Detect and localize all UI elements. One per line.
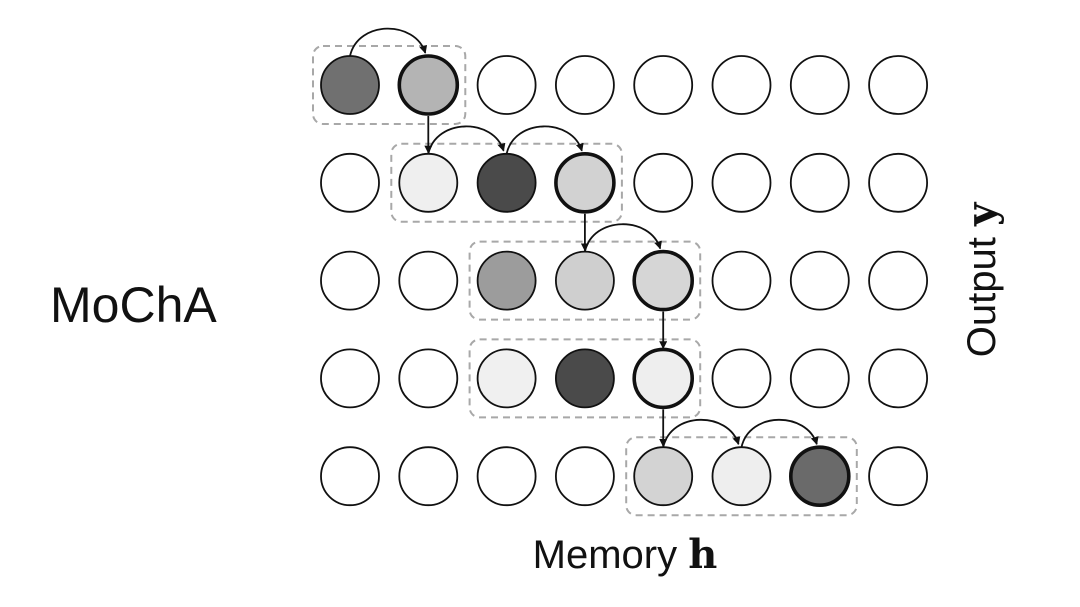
horizontal-transition-arrow	[584, 223, 662, 252]
memory-cell	[789, 348, 850, 409]
selected-memory-cell	[397, 54, 460, 116]
y-axis-label: Output y	[958, 201, 1005, 357]
memory-cell	[320, 348, 380, 409]
memory-cell	[555, 55, 615, 115]
horizontal-transition-arrow	[662, 418, 741, 448]
y-axis-variable: y	[958, 201, 1005, 227]
memory-cell	[711, 446, 772, 507]
chunk-window	[390, 142, 623, 223]
memory-cell	[320, 152, 380, 213]
horizontal-transition-arrow	[349, 27, 428, 57]
memory-cell	[868, 55, 928, 115]
memory-cell	[555, 446, 615, 507]
memory-cell	[789, 250, 850, 311]
memory-cell	[555, 250, 615, 311]
memory-cell	[398, 152, 459, 213]
memory-cell	[868, 446, 928, 507]
memory-cell	[398, 250, 459, 311]
x-axis-label: Memory h	[533, 531, 718, 578]
horizontal-transition-arrow	[740, 418, 819, 448]
memory-cell	[711, 250, 772, 311]
selected-memory-cell	[788, 445, 851, 508]
memory-cell	[476, 446, 537, 507]
memory-cell	[633, 152, 694, 213]
memory-cell	[398, 348, 459, 409]
x-axis-label-text: Memory	[533, 533, 689, 577]
memory-cell	[633, 55, 694, 115]
memory-cell	[868, 152, 928, 213]
chunk-window	[468, 240, 702, 321]
memory-cell	[868, 348, 928, 409]
horizontal-transition-arrow	[505, 125, 584, 154]
memory-cell	[711, 152, 772, 213]
selected-memory-cell	[632, 249, 695, 312]
memory-cell	[555, 348, 615, 409]
memory-cell	[868, 250, 928, 311]
memory-cell	[320, 446, 380, 507]
memory-cell	[320, 250, 380, 311]
memory-cell	[476, 250, 537, 311]
selected-memory-cell	[632, 347, 695, 410]
y-axis-label-text: Output	[960, 226, 1004, 357]
memory-cell	[633, 446, 694, 507]
memory-cell	[476, 348, 537, 409]
memory-cell	[789, 152, 850, 213]
memory-cell	[789, 55, 850, 115]
chunk-window	[312, 45, 467, 125]
arrow-layer	[349, 27, 819, 448]
chunk-window	[625, 436, 858, 517]
chunk-window	[468, 338, 702, 419]
selected-memory-cell	[554, 152, 616, 214]
memory-cell	[398, 446, 459, 507]
memory-cell	[320, 55, 380, 115]
memory-cell	[476, 152, 537, 213]
horizontal-transition-arrow	[427, 125, 506, 154]
memory-cell	[711, 55, 772, 115]
x-axis-variable: h	[688, 531, 717, 578]
diagram-title: MoChA	[50, 277, 217, 333]
chunk-layer	[312, 45, 858, 517]
cell-layer	[320, 54, 928, 508]
memory-cell	[711, 348, 772, 409]
memory-cell	[476, 55, 537, 115]
